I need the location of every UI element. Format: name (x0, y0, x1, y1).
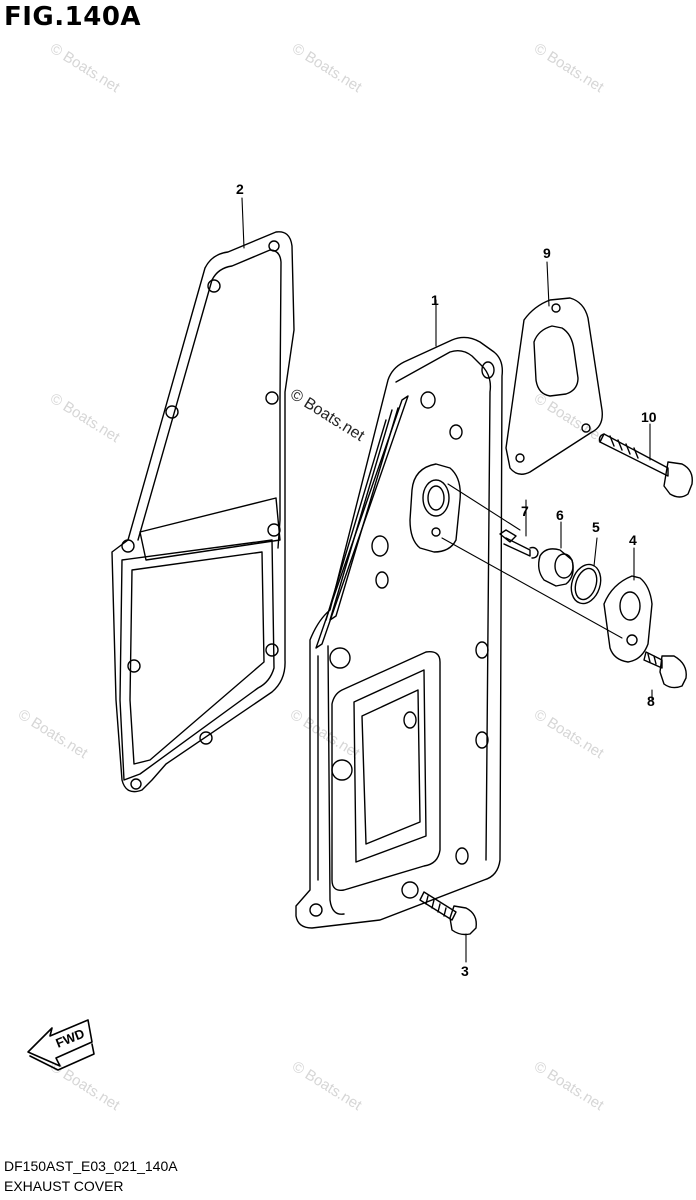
callout-9: 9 (543, 245, 551, 261)
figure-code: DF150AST_E03_021_140A (4, 1158, 178, 1174)
callout-10: 10 (641, 409, 657, 425)
exhaust-cover-part-1 (295, 299, 504, 929)
callout-8: 8 (647, 693, 655, 709)
fwd-arrow-icon: FWD (27, 1019, 95, 1071)
callout-7: 7 (521, 503, 529, 519)
callout-2: 2 (236, 181, 244, 197)
sensor-cap-part-4 (603, 547, 653, 663)
callout-5: 5 (592, 519, 600, 535)
bolt-part-3 (419, 891, 477, 963)
callout-1: 1 (431, 292, 439, 308)
long-bolt-part-10 (598, 423, 693, 498)
figure-caption: EXHAUST COVER (4, 1178, 124, 1194)
bolt-part-8 (643, 651, 687, 701)
callout-6: 6 (556, 507, 564, 523)
collar-part-6 (537, 521, 574, 587)
callout-4: 4 (629, 532, 637, 548)
gasket-part-2 (111, 197, 295, 793)
o-ring-part-5 (570, 537, 602, 605)
callout-3: 3 (461, 963, 469, 979)
figure-title: FIG.140A (4, 2, 142, 32)
plate-part-9 (505, 261, 603, 475)
small-bolt-part-7 (499, 499, 539, 559)
